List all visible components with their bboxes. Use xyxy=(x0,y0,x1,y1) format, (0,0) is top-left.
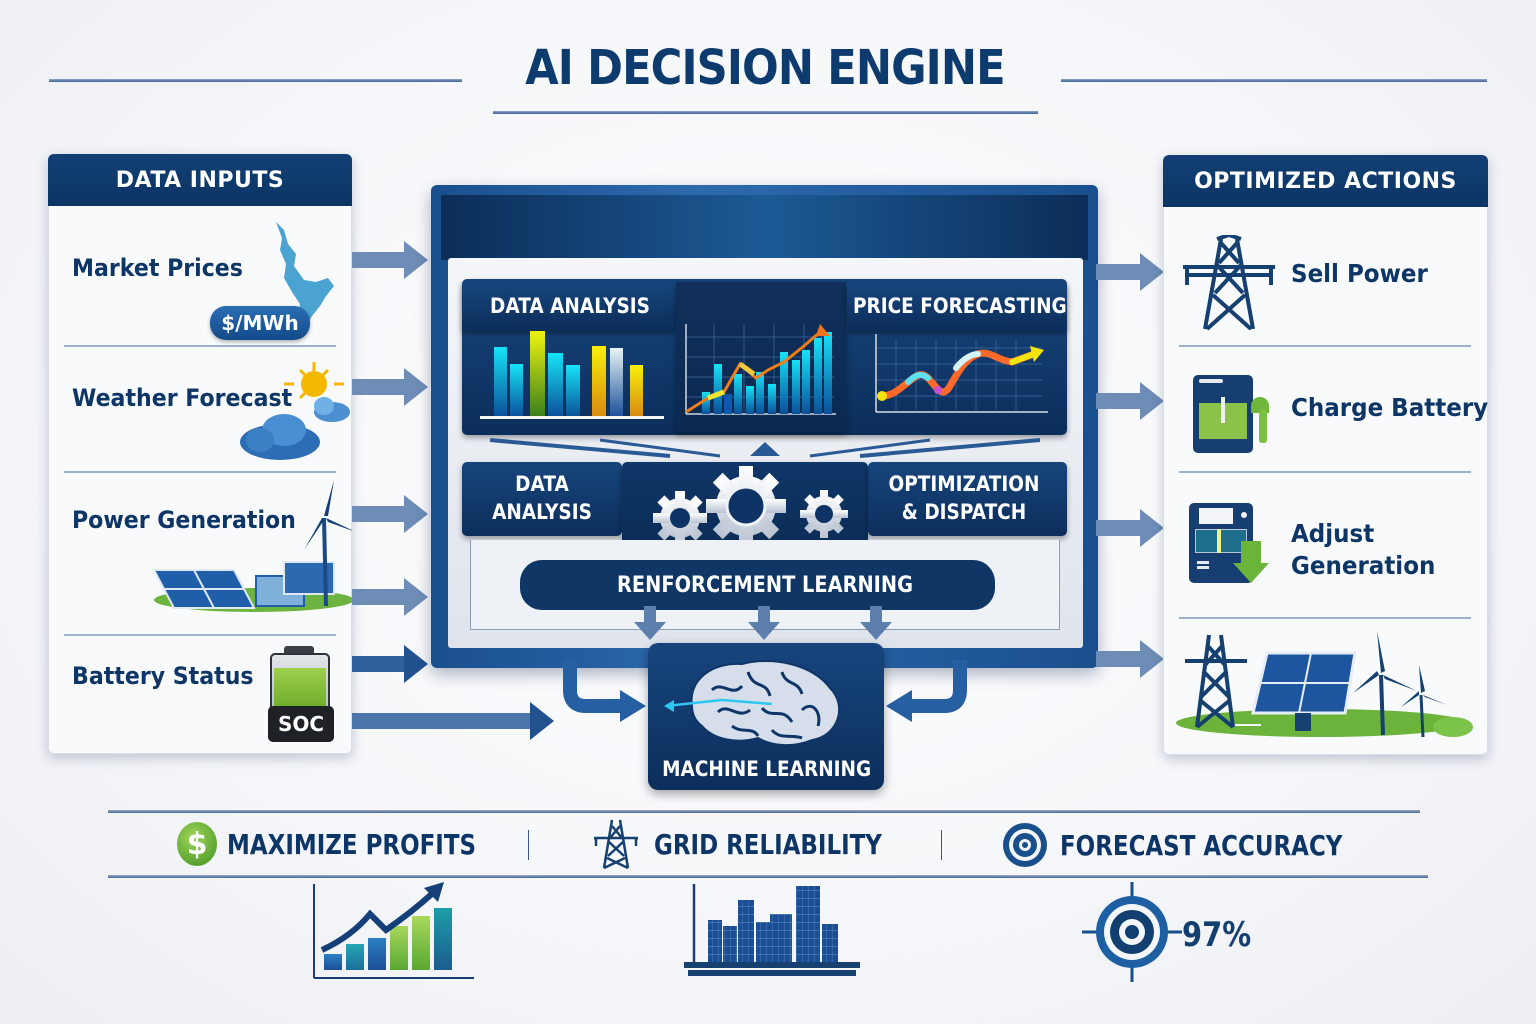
price-unit-badge: $/MWh xyxy=(210,306,310,340)
target-icon xyxy=(1003,823,1047,867)
divider xyxy=(1179,345,1471,347)
brain-icon xyxy=(664,660,840,746)
divider xyxy=(64,471,336,473)
reinforcement-learning-band xyxy=(520,560,995,610)
data-analysis-process-card xyxy=(462,462,622,536)
action-sell-power-label: Sell Power xyxy=(1291,259,1428,288)
grid-renewables-icon xyxy=(1176,631,1473,738)
battery-charge-icon xyxy=(1193,375,1273,459)
battery-icon: SOC xyxy=(268,646,334,744)
engine-to-ml-arrows xyxy=(563,660,967,722)
kpi-maximize-profits: $ MAXIMIZE PROFITS xyxy=(177,822,531,866)
title-underline xyxy=(493,111,1038,114)
connector-lines xyxy=(489,438,1041,458)
kpi-rule-top xyxy=(108,810,1420,813)
rl-to-ml-arrows xyxy=(634,606,892,640)
flow-arrow-weather xyxy=(352,368,428,406)
forecast-target-icon xyxy=(1082,882,1182,982)
price-forecasting-card xyxy=(847,282,1067,330)
divider xyxy=(64,345,336,347)
kpi-grid-reliability: GRID RELIABILITY xyxy=(588,818,932,870)
action-adjust-generation-label-2: Generation xyxy=(1291,551,1436,580)
input-weather-forecast-label: Weather Forecast xyxy=(72,384,293,412)
data-analysis-process-title-2: ANALYSIS xyxy=(492,500,592,524)
tower-icon xyxy=(594,819,638,870)
data-analysis-process-title-1: DATA xyxy=(515,472,569,496)
kpi-forecast-accuracy-label: FORECAST ACCURACY xyxy=(1060,828,1343,862)
flow-arrow-battery xyxy=(352,645,428,683)
data-inputs-panel: DATA INPUTS Market Prices $/MWh Weather … xyxy=(48,154,352,754)
divider xyxy=(1179,471,1471,473)
kpi-separator xyxy=(528,830,529,860)
flow-arrow-sell xyxy=(1096,253,1164,291)
kpi-separator xyxy=(941,830,942,860)
reinforcement-learning-label: RENFORCEMENT LEARNING xyxy=(617,573,913,598)
sun-cloud-icon xyxy=(240,362,350,460)
input-power-generation-label: Power Generation xyxy=(72,506,296,534)
price-forecasting-title: PRICE FORECASTING xyxy=(852,294,1067,318)
input-market-prices-label: Market Prices xyxy=(72,254,243,282)
solar-wind-icon xyxy=(152,480,352,612)
title-rule-left xyxy=(49,79,462,82)
price-forecast-line-chart xyxy=(875,334,1048,413)
kpi-forecast-accuracy: FORECAST ACCURACY xyxy=(1000,820,1404,870)
map-icon xyxy=(276,222,334,330)
machine-learning-label: MACHINE LEARNING xyxy=(662,757,872,781)
action-charge-battery-label: Charge Battery xyxy=(1291,393,1488,422)
flow-arrow-adjust xyxy=(1096,509,1164,547)
optimization-dispatch-title-1: OPTIMIZATION xyxy=(888,472,1040,496)
gears-icon xyxy=(653,466,848,546)
divider xyxy=(1179,617,1471,619)
flow-arrow-generation-2 xyxy=(352,578,428,616)
dollar-icon: $ xyxy=(177,822,217,866)
data-analysis-title: DATA ANALYSIS xyxy=(490,294,650,318)
data-inputs-header: DATA INPUTS xyxy=(48,154,352,206)
forecast-accuracy-value: 97% xyxy=(1182,915,1252,955)
flow-arrow-to-ml xyxy=(352,702,557,740)
title-rule-right xyxy=(1061,79,1487,82)
kpi-maximize-profits-label: MAXIMIZE PROFITS xyxy=(227,827,477,861)
divider xyxy=(64,634,336,636)
data-analysis-bar-chart xyxy=(480,331,664,419)
optimized-actions-panel: OPTIMIZED ACTIONS Sell Power Charge Batt… xyxy=(1163,155,1488,755)
grid-reliability-chart-icon xyxy=(684,884,860,976)
flow-arrow-charge xyxy=(1096,382,1164,420)
kpi-rule-bottom xyxy=(108,875,1428,878)
price-unit-label: $/MWh xyxy=(221,311,299,335)
optimization-dispatch-card xyxy=(868,462,1067,536)
flow-arrow-market xyxy=(352,241,428,279)
optimized-actions-header: OPTIMIZED ACTIONS xyxy=(1163,155,1488,207)
page-title: AI DECISION ENGINE xyxy=(525,40,1005,96)
flow-arrow-generation xyxy=(352,495,428,533)
data-analysis-card xyxy=(462,282,676,330)
ai-engine-header-bar xyxy=(441,195,1088,260)
flow-arrow-grid xyxy=(1096,640,1164,678)
generator-control-icon xyxy=(1189,503,1275,587)
kpi-grid-reliability-label: GRID RELIABILITY xyxy=(654,827,882,861)
profit-growth-chart-icon xyxy=(313,882,474,979)
input-battery-status-label: Battery Status xyxy=(72,662,254,690)
optimization-dispatch-title-2: & DISPATCH xyxy=(901,500,1027,524)
transmission-tower-icon xyxy=(1183,235,1275,331)
soc-label: SOC xyxy=(277,712,325,736)
trend-bar-line-chart xyxy=(685,324,836,415)
action-adjust-generation-label-1: Adjust xyxy=(1291,519,1375,548)
